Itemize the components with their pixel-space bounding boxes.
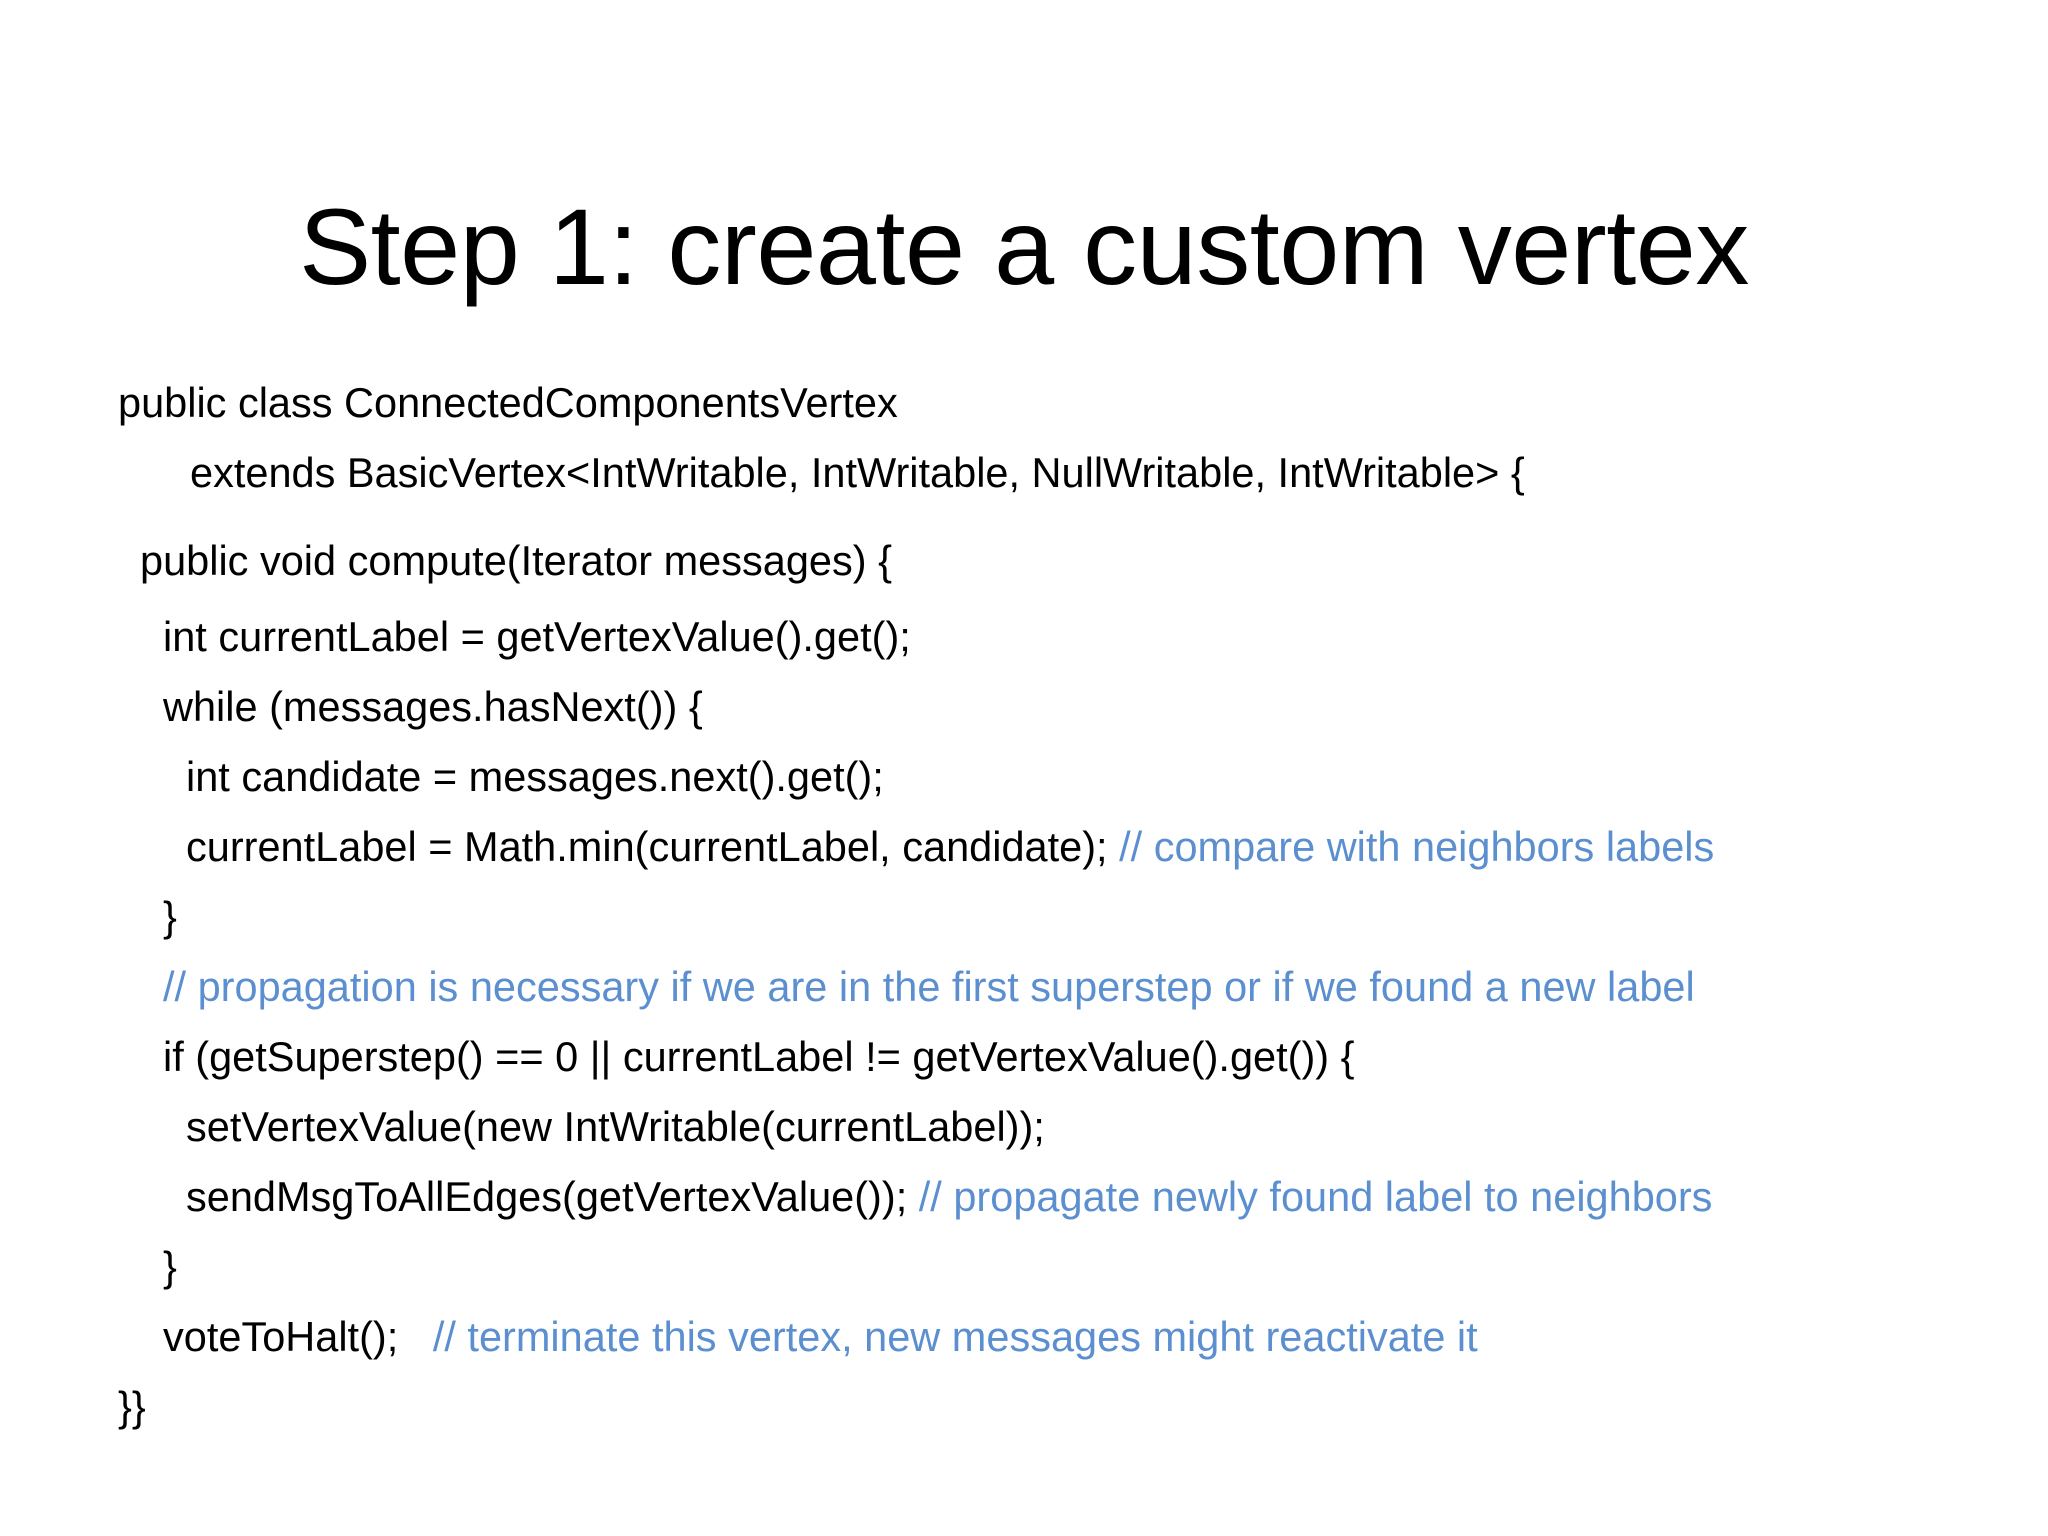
code-source-text: while (messages.hasNext()) { <box>163 683 703 730</box>
code-source-text: } <box>163 1243 177 1290</box>
code-line: currentLabel = Math.min(currentLabel, ca… <box>118 812 1998 882</box>
code-comment-text: // propagate newly found label to neighb… <box>918 1173 1713 1220</box>
code-line: }} <box>118 1372 1998 1442</box>
code-line: int candidate = messages.next().get(); <box>118 742 1998 812</box>
code-comment-text: // compare with neighbors labels <box>1119 823 1715 870</box>
code-source-text: setVertexValue(new IntWritable(currentLa… <box>186 1103 1045 1150</box>
code-line: public class ConnectedComponentsVertex <box>118 368 1998 438</box>
code-line: } <box>118 882 1998 952</box>
code-source-text: public class ConnectedComponentsVertex <box>118 379 898 426</box>
code-source-text: int candidate = messages.next().get(); <box>186 753 884 800</box>
code-block: public class ConnectedComponentsVertex ex… <box>118 368 1998 1442</box>
code-source-text: }} <box>118 1383 146 1430</box>
code-source-text: public void compute(Iterator messages) { <box>140 537 892 584</box>
slide-title: Step 1: create a custom vertex <box>299 186 1749 308</box>
code-line: int currentLabel = getVertexValue().get(… <box>118 602 1998 672</box>
code-line: sendMsgToAllEdges(getVertexValue()); // … <box>118 1162 1998 1232</box>
code-line: if (getSuperstep() == 0 || currentLabel … <box>118 1022 1998 1092</box>
code-source-text: int currentLabel = getVertexValue().get(… <box>163 613 911 660</box>
code-line: while (messages.hasNext()) { <box>118 672 1998 742</box>
code-comment-text: // terminate this vertex, new messages m… <box>432 1313 1478 1360</box>
code-source-text: voteToHalt(); <box>163 1313 433 1360</box>
code-source-text: if (getSuperstep() == 0 || currentLabel … <box>163 1033 1355 1080</box>
code-line: // propagation is necessary if we are in… <box>118 952 1998 1022</box>
code-line: setVertexValue(new IntWritable(currentLa… <box>118 1092 1998 1162</box>
code-source-text: sendMsgToAllEdges(getVertexValue()); <box>186 1173 919 1220</box>
code-source-text: } <box>163 893 177 940</box>
code-comment-text: // propagation is necessary if we are in… <box>163 963 1695 1010</box>
code-line: public void compute(Iterator messages) { <box>118 526 1998 596</box>
code-source-text: currentLabel = Math.min(currentLabel, ca… <box>186 823 1120 870</box>
code-source-text: extends BasicVertex<IntWritable, IntWrit… <box>190 449 1525 496</box>
code-line: extends BasicVertex<IntWritable, IntWrit… <box>118 438 1998 508</box>
code-line: } <box>118 1232 1998 1302</box>
code-line: voteToHalt(); // terminate this vertex, … <box>118 1302 1998 1372</box>
